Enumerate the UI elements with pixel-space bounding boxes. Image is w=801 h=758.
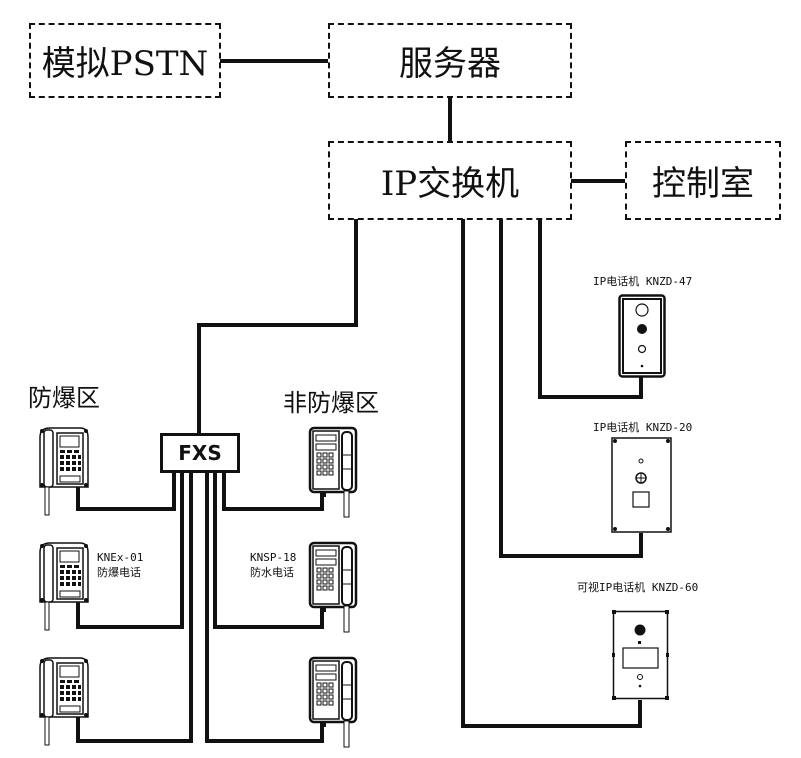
- waterproof-phone-icon: [308, 656, 358, 748]
- ip-switch-label: IP交换机: [380, 164, 520, 204]
- waterproof-phone-icon: [308, 541, 358, 633]
- knsp18-model-label: KNSP-18: [250, 551, 297, 564]
- knzd47-label: IP电话机 KNZD-47: [593, 275, 693, 288]
- knsp18-name-label: 防水电话: [250, 566, 294, 579]
- pstn-node: 模拟PSTN: [29, 23, 221, 98]
- waterproof-phone-icon: [308, 426, 358, 518]
- ip-switch-node: IP交换机: [328, 141, 572, 220]
- line-switch-fxs: [197, 219, 358, 433]
- line-switch-knzd20: [499, 219, 643, 558]
- line-fxs-sp2: [213, 472, 324, 629]
- fxs-label: FXS: [178, 441, 222, 465]
- video-ip-phone-knzd60-icon: [612, 610, 669, 700]
- knex01-name-label: 防爆电话: [97, 566, 141, 579]
- control-room-label: 控制室: [652, 164, 754, 204]
- knzd20-label: IP电话机 KNZD-20: [593, 421, 693, 434]
- zone-explosion-proof-label: 防爆区: [28, 384, 100, 412]
- line-fxs-sp3: [205, 472, 324, 743]
- server-label: 服务器: [399, 44, 501, 84]
- line-fxs-ex2: [76, 472, 184, 629]
- explosion-proof-phone-icon: [39, 542, 89, 631]
- knex01-model-label: KNEx-01: [97, 551, 144, 564]
- ip-phone-knzd47-icon: [618, 294, 666, 378]
- explosion-proof-phone-icon: [39, 427, 89, 516]
- line-fxs-ex1: [76, 472, 176, 511]
- ip-phone-knzd20-icon: [611, 437, 672, 533]
- server-node: 服务器: [328, 23, 572, 98]
- knzd60-label: 可视IP电话机 KNZD-60: [577, 581, 699, 594]
- zone-non-explosion-proof-label: 非防爆区: [283, 389, 379, 417]
- line-switch-knzd60: [461, 219, 642, 728]
- line-fxs-sp1: [222, 472, 324, 511]
- pstn-label: 模拟PSTN: [41, 44, 209, 84]
- control-room-node: 控制室: [625, 141, 781, 220]
- fxs-node: FXS: [160, 433, 240, 473]
- explosion-proof-phone-icon: [39, 657, 89, 746]
- line-switch-knzd47: [538, 219, 643, 399]
- line-fxs-ex3: [76, 472, 193, 743]
